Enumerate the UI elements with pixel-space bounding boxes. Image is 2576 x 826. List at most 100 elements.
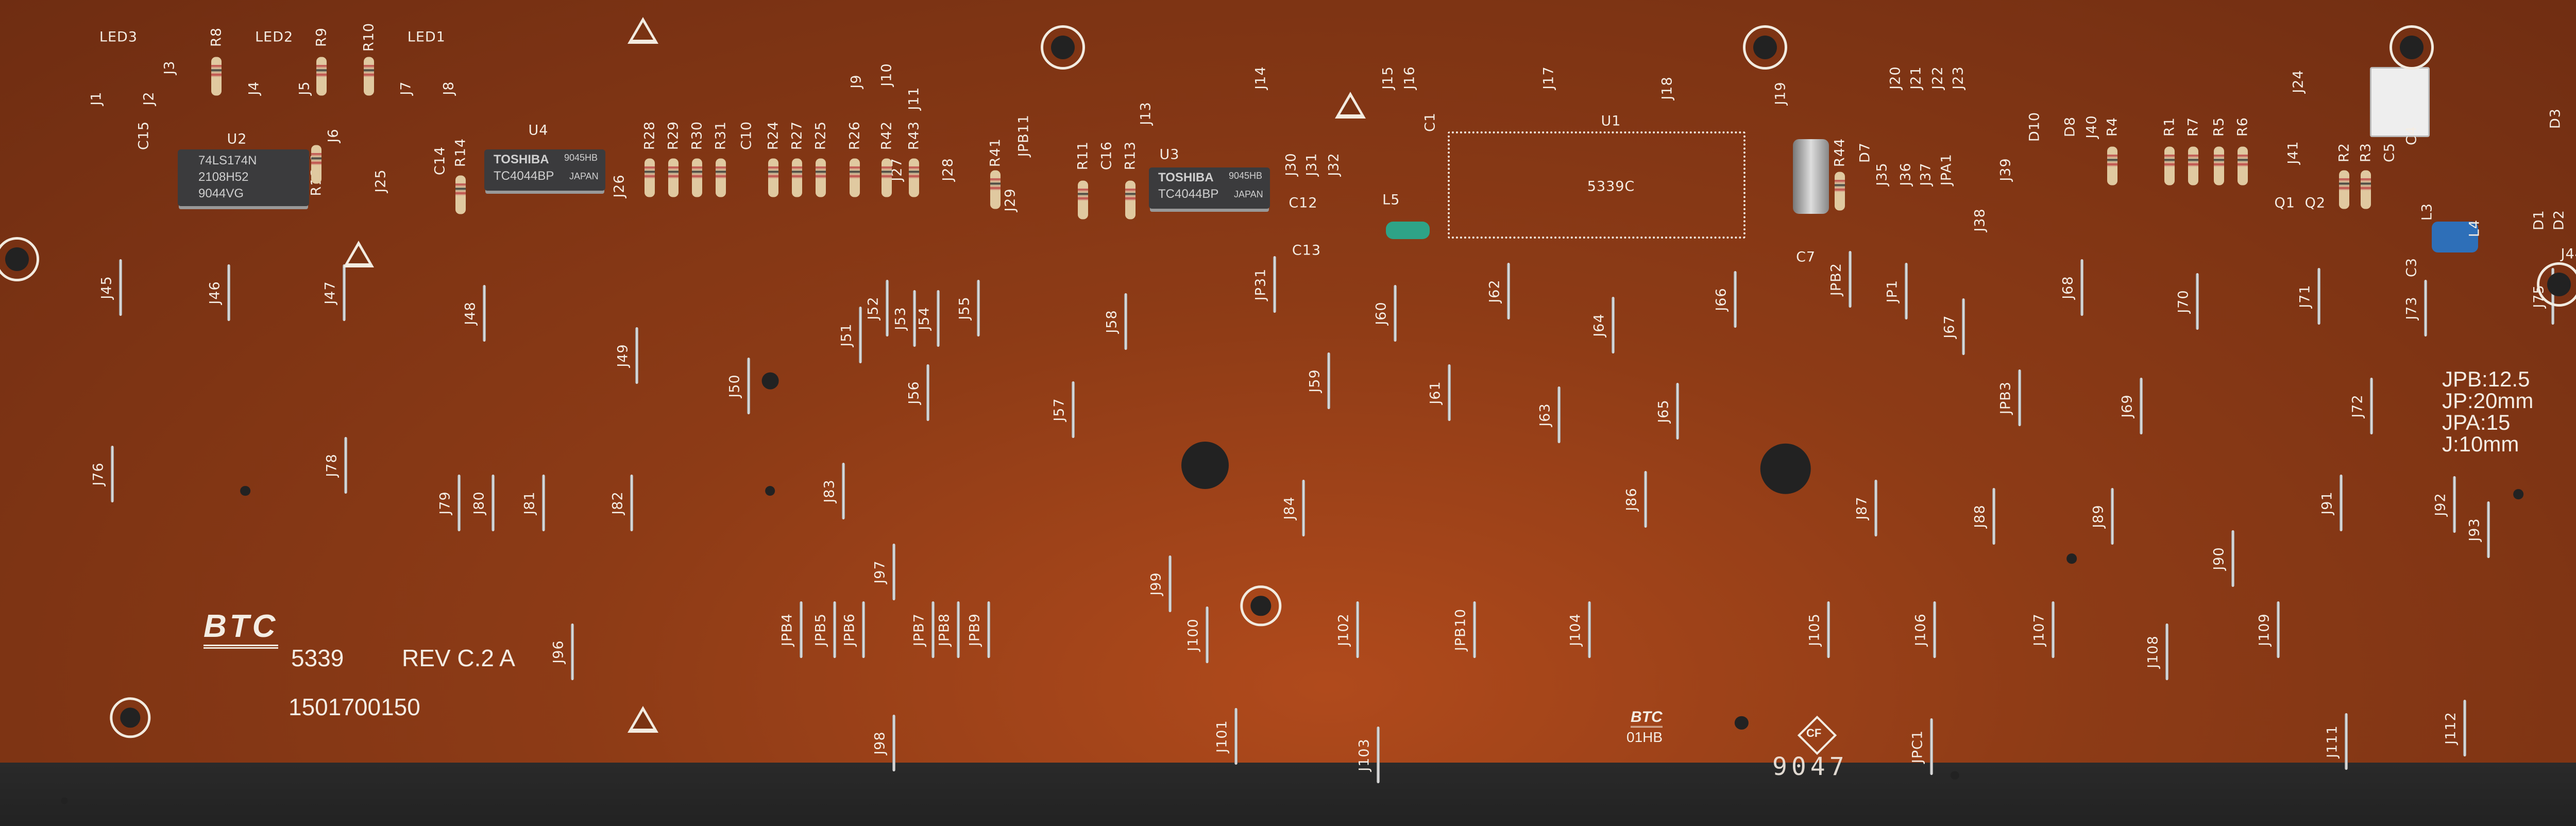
- jumper-label: JPB5: [812, 613, 829, 646]
- jumper-wire: [344, 437, 347, 494]
- jumper-label: J13: [1138, 102, 1154, 125]
- chip-origin: JAPAN: [1234, 189, 1263, 199]
- resistor: [692, 158, 703, 197]
- chip-u4: TOSHIBA 9045HB TC4044BP JAPAN: [484, 149, 605, 191]
- jumper-label: J60: [1373, 301, 1389, 325]
- jumper-label: J52: [865, 296, 882, 320]
- jumper-label: J79: [437, 491, 453, 515]
- jumper-label: J80: [471, 491, 487, 515]
- jumper-label: J111: [2324, 725, 2341, 758]
- jumper-label: J40: [2083, 115, 2100, 139]
- component-label: C4: [2403, 125, 2420, 145]
- jumper-label: J53: [892, 306, 909, 330]
- component-label: C10: [738, 121, 755, 150]
- jumper-label: JPC1: [1909, 730, 1926, 763]
- jumper-wire: [926, 364, 929, 422]
- jumper-wire: [2317, 267, 2321, 325]
- jumper-label: J50: [726, 374, 743, 398]
- jumper-wire: [2486, 501, 2490, 559]
- socket-label: 5339C: [1587, 178, 1635, 195]
- resistor: [311, 145, 322, 184]
- jumper-wire: [2344, 713, 2348, 770]
- component-label: Q1: [2274, 195, 2295, 211]
- jumper-label: JPB4: [779, 613, 795, 646]
- component-label: L3: [2419, 203, 2435, 221]
- jumper-label: J86: [1623, 487, 1640, 511]
- jumper-label: J29: [1002, 188, 1019, 212]
- jumper-label: J81: [521, 491, 538, 515]
- jumper-wire: [1273, 256, 1277, 313]
- jumper-label: J103: [1356, 738, 1372, 771]
- jumper-label: J104: [1567, 613, 1584, 646]
- resistor: [211, 57, 222, 96]
- component-label: R26: [846, 121, 863, 150]
- jumper-wire: [2080, 259, 2084, 316]
- jumper-label: J98: [872, 731, 888, 755]
- component-label: R42: [878, 121, 895, 150]
- resistor: [768, 158, 779, 197]
- component-label: R11: [1075, 141, 1091, 171]
- jumper-wire: [342, 264, 346, 322]
- jumper-label: JPB10: [1452, 608, 1469, 651]
- jumper-wire: [747, 357, 750, 414]
- resistor: [849, 158, 860, 197]
- jumper-label: J3: [161, 60, 177, 75]
- resistor: [2164, 146, 2175, 186]
- hole-ring: [2389, 25, 2434, 70]
- alignment-triangle-icon: [628, 706, 659, 733]
- jumper-wire: [1826, 601, 1830, 659]
- jumper-label: JPB11: [1015, 114, 1032, 157]
- jumper-label: J55: [956, 296, 973, 320]
- small-code: 01HB: [1626, 729, 1663, 745]
- electrolytic-capacitor-c7: [1793, 139, 1829, 214]
- jumper-wire: [987, 601, 991, 659]
- chip-maker: TOSHIBA: [1158, 171, 1214, 184]
- jumper-label: J23: [1950, 66, 1967, 90]
- jumper-label: JPB9: [967, 613, 983, 646]
- jumper-wire: [1393, 284, 1397, 342]
- component-label: R43: [906, 121, 922, 150]
- resistor: [716, 158, 726, 197]
- jumper-wire: [1874, 479, 1877, 536]
- jumper-wire: [110, 445, 114, 502]
- mounting-hole: [1181, 442, 1229, 490]
- jumper-label: JP31: [1252, 268, 1269, 301]
- jumper-label: J92: [2432, 493, 2449, 516]
- jumper-wire: [1557, 386, 1561, 443]
- resistor: [816, 158, 826, 197]
- jumper-wire: [2052, 601, 2055, 659]
- component-label: R29: [665, 121, 682, 150]
- component-label: LED2: [255, 29, 294, 45]
- jumper-wire: [571, 623, 574, 680]
- resistor: [792, 158, 803, 197]
- jumper-wire: [892, 715, 896, 772]
- mounting-hole: [1760, 443, 1811, 495]
- resistor: [364, 57, 375, 96]
- jumper-wire: [2424, 279, 2428, 336]
- jumper-label: J96: [550, 640, 567, 664]
- model-number: 5339: [291, 645, 344, 671]
- component-label: D8: [2062, 116, 2078, 138]
- resistor: [1078, 180, 1089, 220]
- hole-ring: [110, 697, 151, 738]
- component-label: R9: [313, 27, 330, 47]
- jumper-wire: [1904, 263, 1908, 320]
- jumper-label: J65: [1655, 399, 1672, 423]
- component-label: R41: [987, 138, 1004, 167]
- jumper-wire: [936, 290, 940, 347]
- jumper-wire: [118, 259, 122, 316]
- jumper-wire: [2140, 378, 2143, 435]
- jumper-label: J102: [1335, 613, 1352, 646]
- component-label: R44: [1832, 138, 1848, 167]
- component-label: C7: [1796, 249, 1816, 265]
- jumper-note-line: JPA:15: [2442, 410, 2511, 434]
- jumper-label: J93: [2466, 518, 2483, 542]
- chip-ref-u3: U3: [1159, 146, 1180, 163]
- jumper-wire: [841, 462, 845, 519]
- component-label: L4: [2466, 220, 2483, 238]
- alignment-triangle-icon: [628, 17, 659, 44]
- jumper-wire: [1234, 707, 1238, 765]
- jumper-label: J106: [1912, 613, 1929, 646]
- mounting-hole: [1735, 716, 1749, 730]
- mounting-hole: [761, 372, 779, 390]
